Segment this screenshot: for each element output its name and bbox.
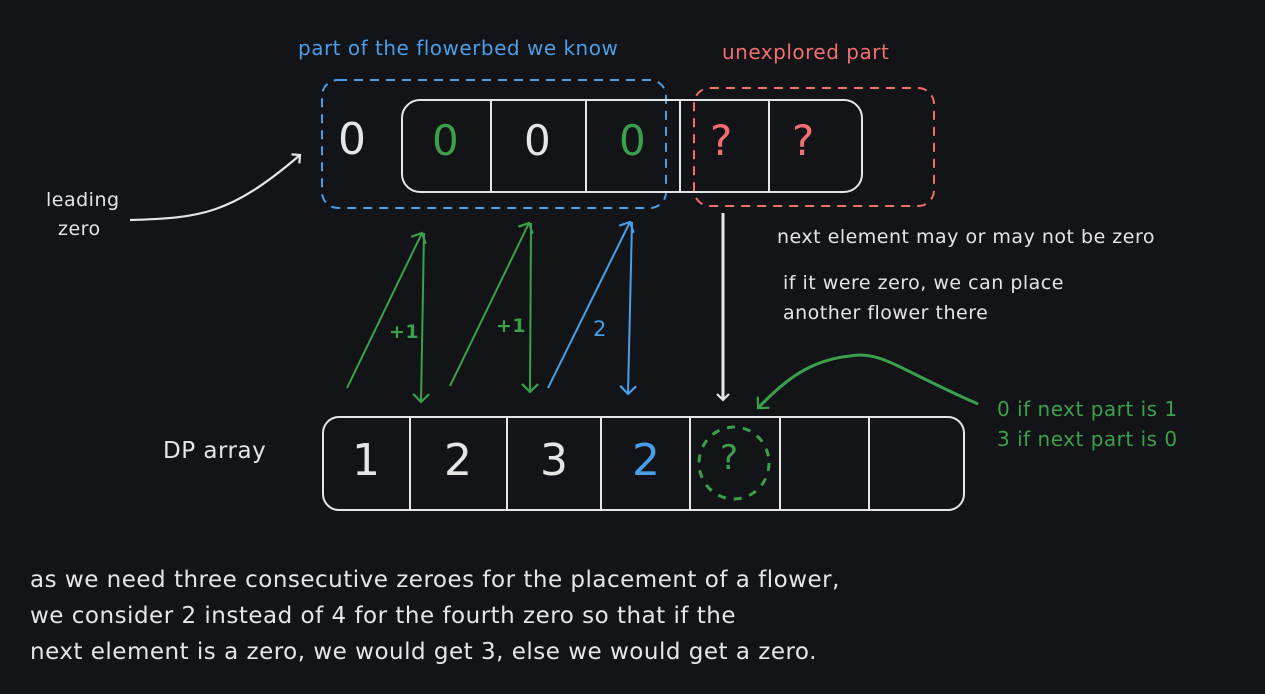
dp-array-box — [322, 416, 965, 511]
flowerbed-cell-value: 0 — [432, 116, 460, 165]
if-zero-note-1: if it were zero, we can place — [783, 272, 1064, 294]
condition-line-1: 0 if next part is 1 — [997, 397, 1178, 421]
explanation-line-2: we consider 2 instead of 4 for the fourt… — [30, 603, 737, 629]
condition-arrow — [756, 353, 979, 410]
dp-cell-value: 1 — [352, 435, 381, 486]
leading-zero-label-1: leading — [46, 189, 120, 211]
flowerbed-dividers — [490, 100, 770, 192]
leading-zero-arrow — [129, 153, 302, 222]
arrow-up-3 — [547, 220, 635, 389]
unexplored-region-box — [693, 87, 935, 207]
unknown-dp-circle — [697, 425, 771, 501]
dp-cell-value: 3 — [540, 435, 569, 486]
plus-one-label-2: +1 — [496, 315, 527, 337]
arrow-down-2 — [521, 222, 539, 394]
flowerbed-cell-value: 0 — [524, 116, 552, 165]
plus-one-label-1: +1 — [389, 321, 420, 343]
flowerbed-array-box — [401, 99, 863, 193]
unexplored-part-label: unexplored part — [722, 40, 890, 64]
if-zero-note-2: another flower there — [783, 302, 989, 324]
known-region-box — [321, 79, 667, 209]
dp-cell-value: ? — [720, 438, 739, 478]
known-part-label: part of the flowerbed we know — [298, 36, 619, 60]
two-label: 2 — [593, 317, 607, 341]
explanation-line-1: as we need three consecutive zeroes for … — [30, 567, 840, 593]
dp-cell-value: 2 — [632, 435, 661, 486]
next-element-note: next element may or may not be zero — [777, 226, 1155, 248]
arrow-down-3 — [619, 221, 637, 396]
flowerbed-cell-value: ? — [710, 116, 733, 165]
leading-zero-label-2: zero — [58, 218, 101, 240]
condition-line-2: 3 if next part is 0 — [997, 427, 1178, 451]
flowerbed-cell-value: 0 — [619, 116, 647, 165]
flowerbed-cell-value: ? — [792, 116, 815, 165]
dp-cell-value: 2 — [444, 435, 473, 486]
dp-array-label: DP array — [163, 438, 267, 464]
dp-dividers — [409, 417, 870, 510]
transition-arrows — [346, 213, 730, 404]
arrow-up-2 — [449, 221, 534, 387]
leading-zero-value: 0 — [338, 114, 367, 165]
explanation-line-3: next element is a zero, we would get 3, … — [30, 639, 817, 665]
arrow-down-1 — [412, 232, 430, 404]
arrow-up-1 — [346, 231, 427, 389]
